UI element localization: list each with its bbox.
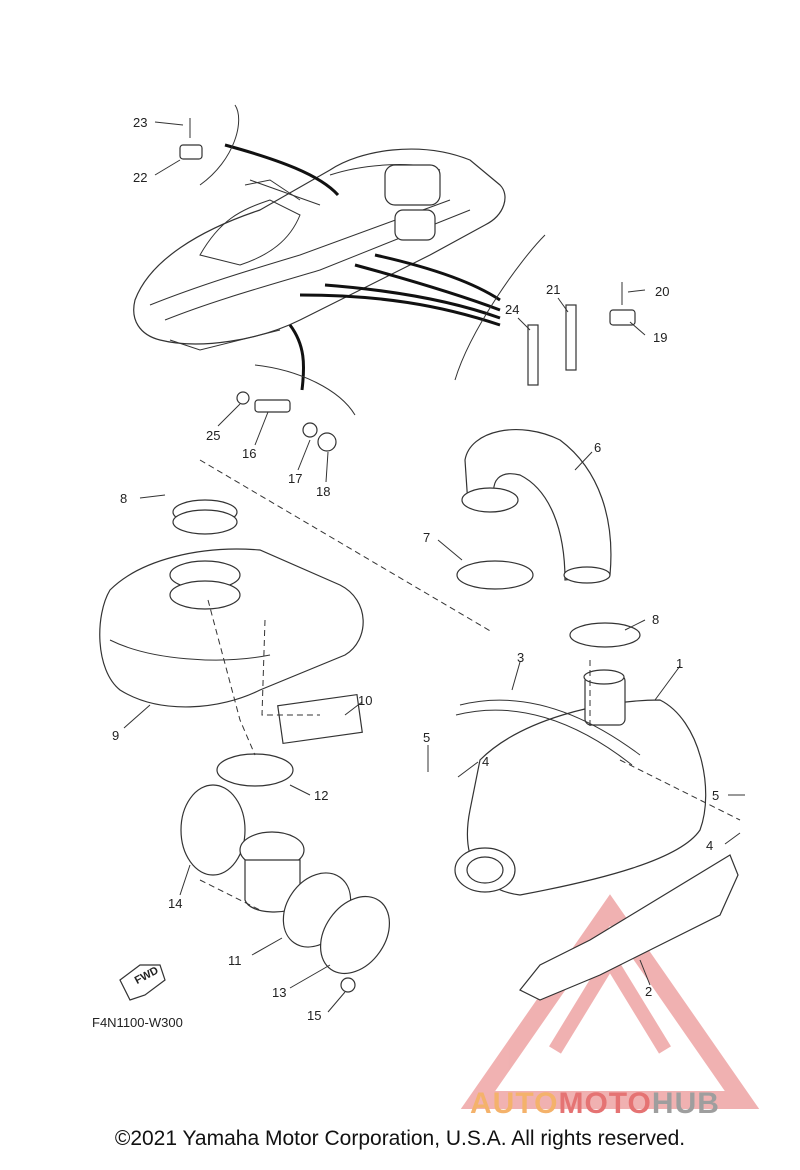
callout-24: 24 (505, 302, 519, 317)
callout-4-lower: 4 (706, 838, 713, 853)
callout-20: 20 (655, 284, 669, 299)
callout-6: 6 (594, 440, 601, 455)
callout-11: 11 (228, 953, 242, 968)
callout-10: 10 (358, 693, 372, 708)
watermark-hub: HUB (651, 1087, 720, 1120)
callout-9: 9 (112, 728, 119, 743)
exhaust-pipe (461, 429, 612, 584)
callout-16: 16 (242, 446, 256, 461)
small-fittings (179, 118, 636, 452)
diagram-code: F4N1100-W300 (92, 1015, 183, 1030)
callout-2: 2 (645, 984, 652, 999)
reference-lines (199, 459, 741, 911)
intake-assembly (119, 784, 391, 1001)
callout-3: 3 (517, 650, 524, 665)
muffler (454, 669, 707, 896)
callout-5-right: 5 (712, 788, 719, 803)
callout-1: 1 (676, 656, 683, 671)
callout-8-upper: 8 (120, 491, 127, 506)
watermark-moto: MOTO (558, 1087, 652, 1120)
watermark-auto: AUTO (470, 1087, 559, 1120)
watercraft-illustration (133, 148, 506, 351)
callout-25: 25 (206, 428, 220, 443)
gasket (277, 693, 363, 745)
callout-8-lower: 8 (652, 612, 659, 627)
water-box (99, 548, 364, 708)
callout-7: 7 (423, 530, 430, 545)
heat-shield (519, 854, 739, 1001)
callout-leaders (123, 121, 745, 1013)
callout-15: 15 (307, 1008, 321, 1023)
callout-21: 21 (546, 282, 560, 297)
callout-18: 18 (316, 484, 330, 499)
callout-13: 13 (272, 985, 286, 1000)
callout-22: 22 (133, 170, 147, 185)
callout-14: 14 (168, 896, 182, 911)
callout-labels: 23 22 20 19 21 24 25 16 17 18 8 6 7 8 1 … (112, 115, 719, 1023)
callout-23: 23 (133, 115, 147, 130)
watermark-wordmark: AUTOMOTOHUB (470, 1087, 720, 1121)
callout-4-upper: 4 (482, 754, 489, 769)
callout-12: 12 (314, 788, 328, 803)
hose-clamps (172, 499, 641, 787)
callout-5-left: 5 (423, 730, 430, 745)
leader-curves (199, 104, 546, 416)
copyright-notice: ©2021 Yamaha Motor Corporation, U.S.A. A… (114, 1127, 686, 1150)
callout-19: 19 (653, 330, 667, 345)
callout-17: 17 (288, 471, 302, 486)
